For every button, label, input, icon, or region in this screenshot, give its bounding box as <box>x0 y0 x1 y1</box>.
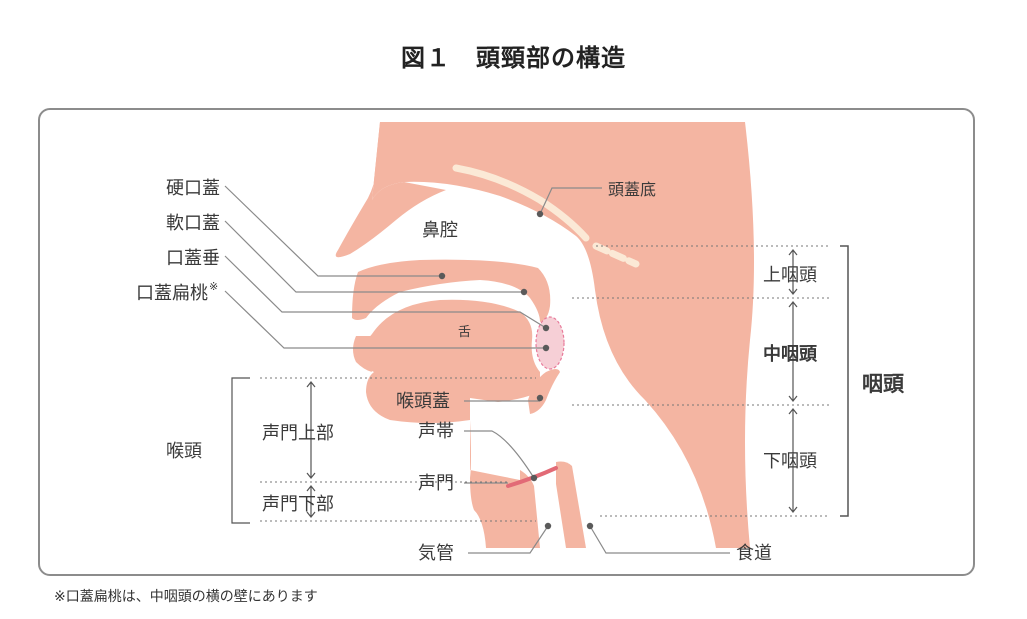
skull-base-dashes <box>592 242 640 268</box>
dot-vocal-cord <box>530 474 538 482</box>
dot-skull-base <box>536 210 544 218</box>
arrow-subglottis <box>306 485 316 518</box>
diagram-frame <box>38 108 975 576</box>
pharynx-arrows <box>788 249 798 513</box>
label-tongue: 舌 <box>458 325 471 340</box>
leader-skull-base <box>539 187 602 215</box>
label-trachea: 気管 <box>418 543 454 564</box>
label-esophagus: 食道 <box>736 543 772 564</box>
larynx-bracket <box>231 377 250 524</box>
dot-esophagus <box>586 522 594 530</box>
label-uvula: 口蓋垂 <box>166 248 220 269</box>
label-skull-base: 頭蓋底 <box>608 180 656 199</box>
tongue-body <box>361 299 540 548</box>
dot-uvula <box>542 324 550 332</box>
dot-palatine-tonsil <box>542 344 550 352</box>
label-nasal-cavity: 鼻腔 <box>422 220 458 241</box>
larynx-arrows <box>306 381 316 518</box>
label-palatine-tonsil: 口蓋扁桃 <box>136 283 208 304</box>
leader-palatine-tonsil <box>224 290 546 349</box>
label-subglottis: 声門下部 <box>262 494 334 515</box>
anatomy-shapes <box>335 122 754 548</box>
skull-base-bone <box>452 164 590 242</box>
label-tonsil-mark: ※ <box>209 280 218 293</box>
label-larynx: 喉頭 <box>166 441 202 462</box>
label-supraglottis: 声門上部 <box>262 423 334 444</box>
leader-trachea <box>468 525 549 554</box>
leader-uvula <box>224 255 547 329</box>
leader-hard-palate <box>224 185 442 277</box>
label-glottis: 声門 <box>418 473 454 494</box>
dot-epiglottis <box>536 394 544 402</box>
lower-lip <box>353 336 372 372</box>
level-lines <box>260 245 830 522</box>
figure-title: 図１ 頭頸部の構造 <box>401 44 626 72</box>
dot-hard-palate <box>438 272 446 280</box>
posterior-pharyngeal-wall <box>372 122 754 548</box>
trachea-shape <box>520 470 540 548</box>
label-epiglottis: 喉頭蓋 <box>396 391 450 412</box>
arrow-hypopharynx <box>788 408 798 513</box>
arrow-supraglottis <box>306 381 316 479</box>
palate <box>352 259 551 322</box>
label-mesopharynx: 中咽頭 <box>763 343 818 365</box>
footnote: ※口蓋扁桃は、中咽頭の横の壁にあります <box>54 589 318 605</box>
label-pharynx: 咽頭 <box>862 372 905 396</box>
label-hypopharynx: 下咽頭 <box>763 451 817 472</box>
leader-soft-palate <box>224 220 524 293</box>
leader-esophagus <box>589 525 730 554</box>
text-labels: 硬口蓋 軟口蓋 口蓋垂 口蓋扁桃 ※ 頭蓋底 鼻腔 舌 喉頭蓋 声帯 声門 気管… <box>136 178 905 564</box>
label-epipharynx: 上咽頭 <box>763 265 817 286</box>
leader-dots <box>438 210 594 530</box>
palatine-tonsil-shape <box>535 316 565 370</box>
dot-soft-palate <box>520 288 528 296</box>
dot-trachea <box>544 522 552 530</box>
arrow-mesopharynx <box>788 301 798 402</box>
leader-vocal-cord <box>464 430 535 479</box>
label-vocal-cord: 声帯 <box>418 421 454 442</box>
label-hard-palate: 硬口蓋 <box>166 178 220 199</box>
pharynx-bracket <box>840 245 849 517</box>
leader-lines <box>224 185 730 554</box>
nose-face <box>335 122 446 258</box>
esophagus-front <box>556 461 586 548</box>
epiglottis-shape <box>528 369 560 414</box>
arrow-epipharynx <box>788 249 798 295</box>
label-soft-palate: 軟口蓋 <box>166 213 220 234</box>
